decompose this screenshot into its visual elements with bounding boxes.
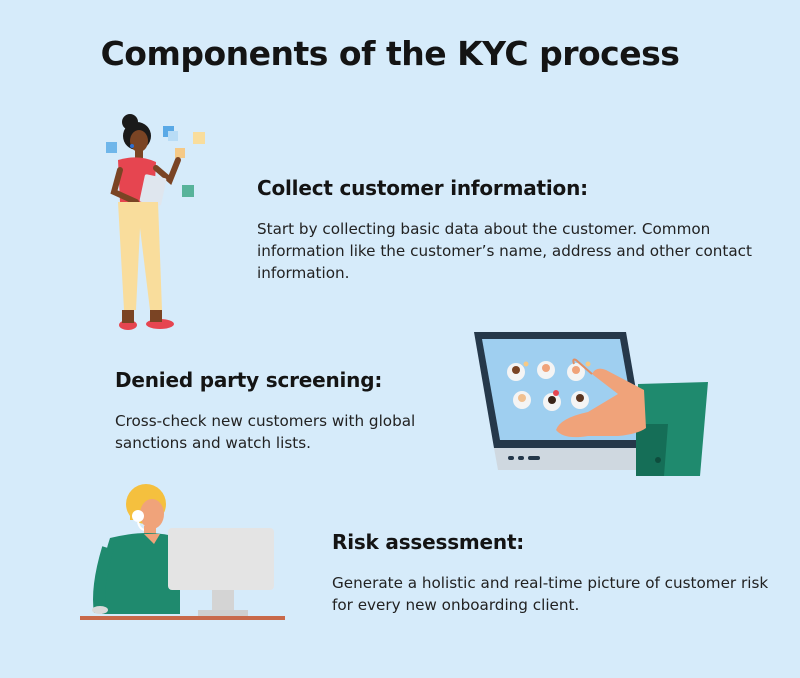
section-heading: Denied party screening: — [115, 368, 383, 392]
section-body: Generate a holistic and real-time pictur… — [332, 574, 769, 614]
section-heading: Risk assessment: — [332, 530, 525, 554]
section-risk-assessment: Risk assessment: Generate a holistic and… — [332, 530, 782, 616]
section-body: Start by collecting basic data about the… — [257, 220, 752, 282]
page-title: Components of the KYC process — [100, 34, 680, 73]
section-body: Cross-check new customers with global sa… — [115, 412, 416, 452]
support-agent-illustration — [80, 484, 285, 620]
woman-with-tablet-illustration — [106, 114, 205, 330]
hand-on-tablet-illustration — [474, 332, 708, 476]
section-heading: Collect customer information: — [257, 176, 588, 200]
section-denied-party-screening: Denied party screening: Cross-check new … — [115, 368, 455, 454]
section-collect-customer-information: Collect customer information: Start by c… — [257, 176, 777, 284]
